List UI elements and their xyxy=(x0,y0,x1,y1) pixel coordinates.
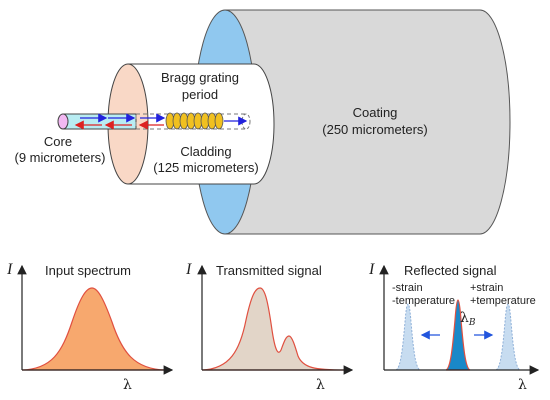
left-note-strain: -strain xyxy=(392,282,423,294)
panel-reflected-signal: I λ Reflected signal -strain -temperatur… xyxy=(368,261,540,393)
bragg-wavelength-symbol: λ xyxy=(460,310,469,326)
bragg-grating xyxy=(165,112,224,130)
core-end-face xyxy=(57,113,69,130)
core-label-line2: (9 micrometers) xyxy=(14,150,105,165)
reflected-title: Reflected signal xyxy=(404,263,497,278)
bragg-peak xyxy=(445,299,471,371)
panel-transmitted-signal: I λ Transmitted signal xyxy=(185,261,354,393)
input-y-label: I xyxy=(6,261,13,278)
bragg-wavelength-label: λB xyxy=(460,310,476,328)
panel-input-spectrum: I λ Input spectrum xyxy=(6,261,174,393)
cladding-label-line1: Cladding xyxy=(180,144,231,159)
transmitted-title: Transmitted signal xyxy=(216,263,322,278)
core-label-line1: Core xyxy=(44,134,72,149)
right-note-strain: +strain xyxy=(470,282,503,294)
transmitted-y-label: I xyxy=(185,261,192,278)
input-spectrum-curve xyxy=(21,287,166,371)
coating-label-line1: Coating xyxy=(353,105,398,120)
shifted-peak-left xyxy=(395,303,421,371)
coating-label-line2: (250 micrometers) xyxy=(322,122,427,137)
transmitted-x-label: λ xyxy=(316,377,325,393)
left-note-temperature: -temperature xyxy=(392,295,455,307)
bragg-wavelength-subscript: B xyxy=(468,318,476,328)
cladding-label-line2: (125 micrometers) xyxy=(153,160,258,175)
reflected-x-label: λ xyxy=(518,377,527,393)
coating-body xyxy=(224,9,511,235)
reflected-y-label: I xyxy=(368,261,375,278)
shifted-peak-right xyxy=(495,303,521,371)
bragg-label-line2: period xyxy=(182,87,218,102)
light-arrows xyxy=(74,113,248,130)
input-title: Input spectrum xyxy=(45,263,131,278)
bragg-label-line1: Bragg grating xyxy=(161,70,239,85)
right-note-temperature: +temperature xyxy=(470,295,536,307)
transmitted-spectrum-curve xyxy=(201,287,346,371)
input-x-label: λ xyxy=(123,377,132,393)
core-visible-section xyxy=(62,113,137,130)
